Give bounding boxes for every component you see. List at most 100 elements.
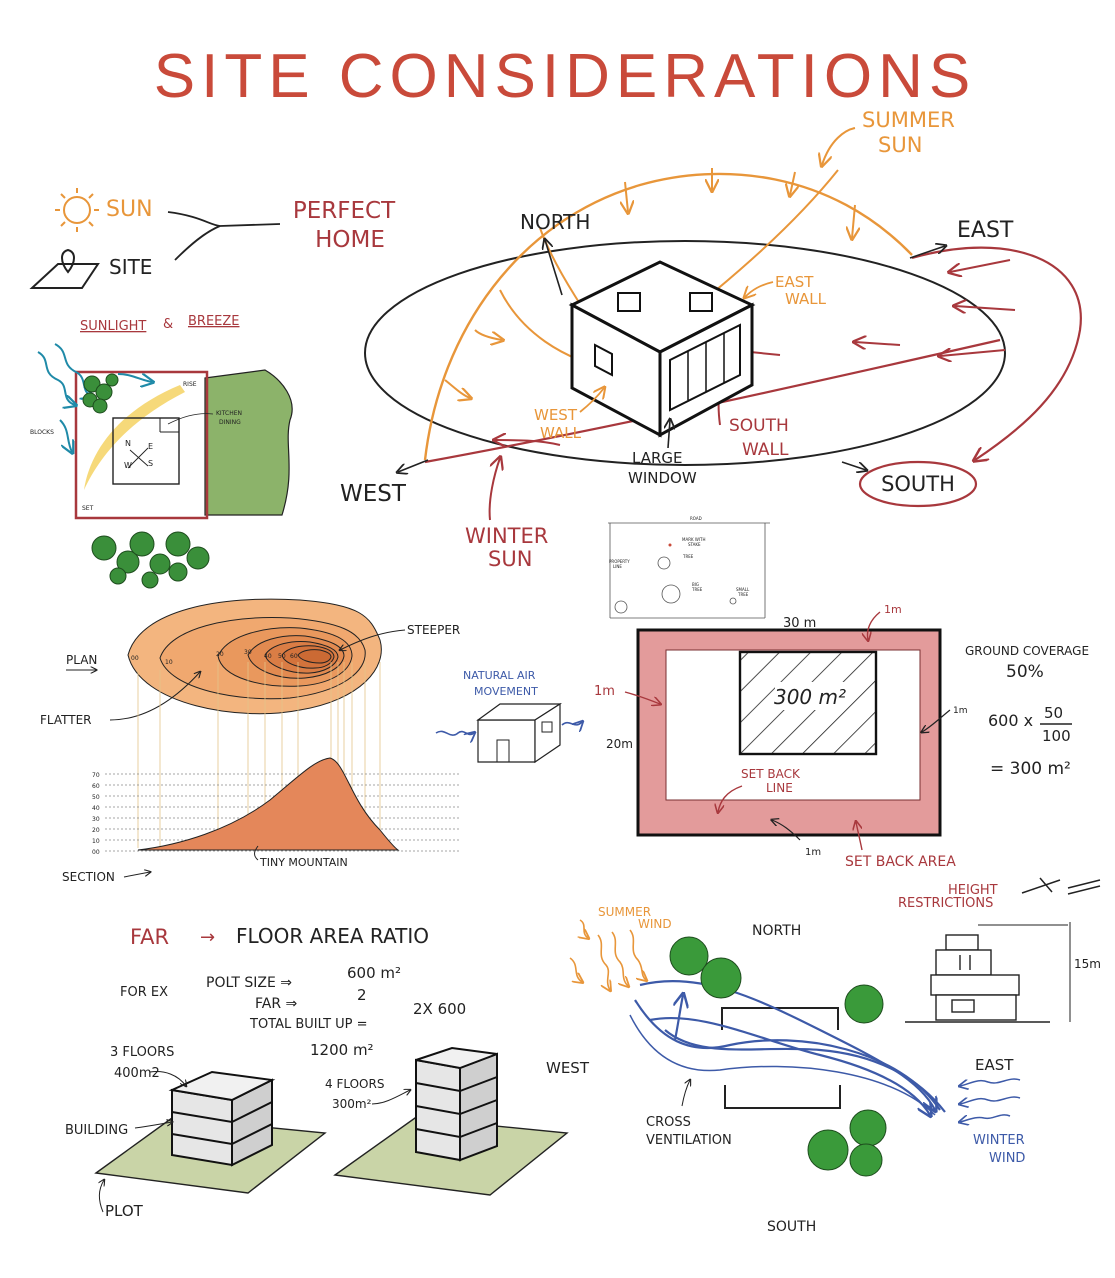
air-label-1: NATURAL AIR	[463, 669, 536, 682]
far-r2-label: FAR ⇒	[255, 996, 298, 1012]
calc-result: = 300 m²	[990, 759, 1071, 779]
east-wall-pointer	[745, 281, 774, 297]
tick-00: 00	[92, 849, 100, 856]
east-return-loop	[911, 246, 1082, 460]
wind-north: NORTH	[752, 923, 801, 939]
tree-cluster-top	[82, 373, 119, 414]
flatter-label: FLATTER	[40, 713, 92, 727]
wind-south: SOUTH	[767, 1219, 816, 1235]
east-axis	[909, 246, 945, 259]
margin-bottom-arrow	[772, 820, 801, 841]
tick-10: 10	[92, 838, 100, 845]
mini-compass	[614, 600, 628, 614]
summer-sun-arc	[423, 172, 913, 461]
page-title: SITE CONSIDERATIONS	[154, 42, 977, 111]
height-arrow-icon	[1021, 877, 1101, 895]
winter-wind-2: WIND	[989, 1151, 1025, 1166]
site-icon	[29, 248, 100, 289]
mark-label: MARK WITH	[682, 537, 705, 542]
setback-area-label: SET BACK AREA	[845, 854, 956, 870]
cross-ventilation-flows	[629, 979, 946, 1115]
tree-cluster-bottom	[91, 531, 210, 589]
far-r1-label: POLT SIZE ⇒	[206, 975, 292, 991]
contour-label-30: 30	[244, 649, 252, 656]
west-wall-pointer	[579, 388, 604, 413]
flatter-pointer	[109, 672, 200, 721]
far-abbr: FAR	[130, 925, 169, 949]
calc-left: 600 x	[988, 711, 1033, 730]
section-arrow	[123, 872, 150, 878]
compass-n: N	[125, 439, 131, 448]
cross-vent-1: CROSS	[646, 1115, 691, 1130]
large-window-pointer	[668, 420, 670, 449]
tick-20: 20	[92, 827, 100, 834]
compass-w: W	[124, 461, 132, 470]
b2-label-2: 300m²	[332, 1097, 372, 1111]
air-building-front	[477, 719, 536, 763]
elevation-building	[930, 934, 1020, 1021]
east-wall-label-2: WALL	[785, 290, 827, 308]
big-tree-label-2: TREE	[691, 587, 703, 592]
property-label-2: LINE	[613, 564, 622, 569]
building-pointer	[134, 1122, 172, 1129]
height-label: 20m	[606, 737, 633, 751]
summer-wind-arrows	[569, 919, 646, 990]
tick-40: 40	[92, 805, 100, 812]
sunlight-heading: SUNLIGHT	[80, 319, 146, 334]
sun-path-diagram: SUMMER SUN WINTER SUN	[340, 108, 1082, 571]
contour-label-60: 60	[290, 653, 298, 660]
far-arrow: →	[200, 927, 215, 948]
wind-west: WEST	[546, 1059, 590, 1077]
large-window-label-1: LARGE	[632, 449, 683, 467]
stake-label: STAKE	[688, 542, 701, 547]
perfect-home-line2: HOME	[315, 227, 385, 253]
b2-label-1: 4 FLOORS	[325, 1077, 384, 1091]
west-label: WEST	[340, 481, 407, 507]
b1-label-2: 400m2	[114, 1066, 160, 1081]
plan-label: PLAN	[66, 653, 97, 667]
mini-stake	[668, 543, 672, 547]
wall-north	[721, 1007, 839, 1030]
set-label: SET	[82, 505, 94, 512]
far-r3-label: TOTAL BUILT UP =	[249, 1017, 368, 1032]
tiny-mountain-pointer	[254, 845, 259, 861]
legend-group: SUN SITE PERFECT HOME	[29, 188, 396, 289]
compass-s: S	[148, 459, 153, 468]
wind-east: EAST	[975, 1056, 1014, 1074]
air-wind-out	[561, 722, 582, 725]
small-tree-label-2: TREE	[737, 592, 749, 597]
tick-50: 50	[92, 794, 100, 801]
south-axis	[841, 461, 866, 470]
wind-trees	[669, 936, 887, 1177]
setback-line-arrow	[718, 785, 743, 812]
dining-label: DINING	[219, 419, 241, 426]
wind-diagram: SUMMER WIND NORTH WEST EAST SOUTH WINT	[546, 905, 1025, 1235]
gc-label: GROUND COVERAGE	[965, 644, 1089, 658]
tick-60: 60	[92, 783, 100, 790]
far-r3-result: 1200 m²	[310, 1041, 374, 1059]
house-footprint	[112, 417, 180, 485]
south-wall-label-1: SOUTH	[729, 416, 789, 436]
setback-line-label-2: LINE	[766, 781, 793, 795]
far-name: FLOOR AREA RATIO	[236, 924, 429, 948]
winter-sun-label-1: WINTER	[465, 524, 548, 548]
big-tree-label-1: BIG	[692, 582, 699, 587]
height-label-2: RESTRICTIONS	[898, 896, 993, 911]
property-label-1: PROPERTY	[609, 559, 630, 564]
north-label: NORTH	[520, 210, 590, 234]
air-movement-diagram: NATURAL AIR MOVEMENT	[435, 669, 582, 764]
contour-label-50: 50	[278, 653, 286, 660]
setback-area-arrow	[856, 822, 863, 851]
air-door	[496, 739, 510, 763]
air-window	[541, 721, 553, 733]
margin-right: 1m	[953, 706, 968, 716]
road-label: ROAD	[690, 516, 702, 521]
margin-left-arrow	[624, 691, 660, 704]
winter-wind-arrows	[960, 1078, 1021, 1122]
breeze-heading: BREEZE	[188, 314, 240, 329]
plot-label: PLOT	[105, 1202, 144, 1220]
rise-label: RISE	[183, 381, 197, 388]
cross-vent-2: VENTILATION	[646, 1133, 732, 1148]
